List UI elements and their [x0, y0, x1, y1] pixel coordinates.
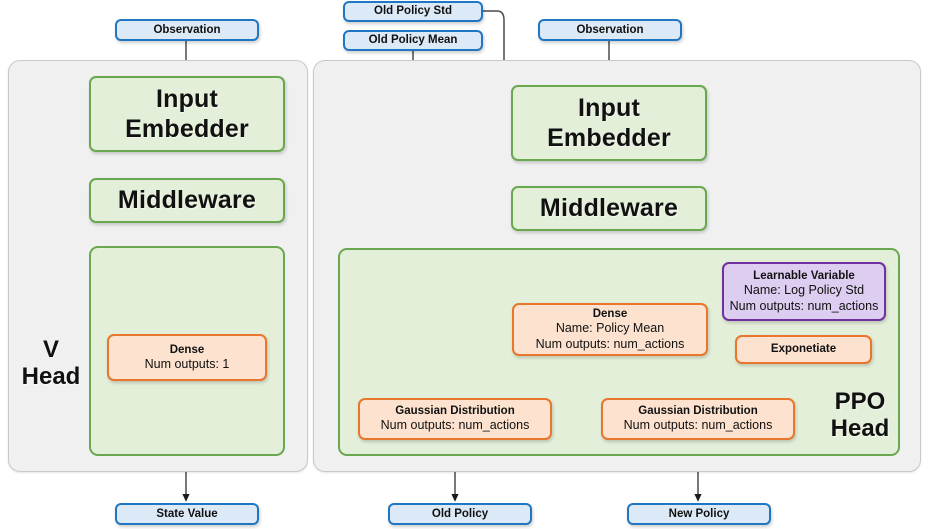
input-old-policy-std[interactable]: Old Policy Std: [343, 1, 483, 22]
v-dense-block[interactable]: Dense Num outputs: 1: [107, 334, 267, 381]
v-head-label-line1: V: [42, 336, 59, 363]
ppo-dense-title: Dense: [592, 308, 628, 321]
exponetiate-title: Exponetiate: [770, 343, 837, 356]
input-observation-ppo[interactable]: Observation: [538, 19, 682, 41]
gaussian-distribution-new-block[interactable]: Gaussian Distribution Num outputs: num_a…: [601, 398, 795, 440]
gaussian-distribution-old-block[interactable]: Gaussian Distribution Num outputs: num_a…: [358, 398, 552, 440]
gaussian-new-num-outputs: Num outputs: num_actions: [623, 418, 773, 433]
ppo-input-embedder-block[interactable]: Input Embedder: [511, 85, 707, 161]
learnable-variable-title: Learnable Variable: [753, 270, 855, 283]
v-head-label-line2: Head: [21, 362, 81, 390]
output-new-policy[interactable]: New Policy: [627, 503, 771, 525]
v-dense-num-outputs: Num outputs: 1: [144, 356, 230, 371]
ppo-head-label: PPO Head: [818, 388, 902, 443]
ppo-head-label-line1: PPO: [834, 388, 886, 415]
ppo-dense-num-outputs: Num outputs: num_actions: [535, 336, 685, 351]
exponetiate-block[interactable]: Exponetiate: [735, 335, 872, 364]
gaussian-old-num-outputs: Num outputs: num_actions: [380, 418, 530, 433]
ppo-head-label-line2: Head: [830, 414, 890, 442]
v-middleware-block[interactable]: Middleware: [89, 178, 285, 223]
input-observation-v[interactable]: Observation: [115, 19, 259, 41]
gaussian-old-title: Gaussian Distribution: [395, 405, 515, 418]
ppo-middleware-block[interactable]: Middleware: [511, 186, 707, 231]
input-old-policy-mean[interactable]: Old Policy Mean: [343, 30, 483, 51]
output-old-policy[interactable]: Old Policy: [388, 503, 532, 525]
v-head-label: V Head: [14, 336, 88, 391]
ppo-dense-name: Name: Policy Mean: [555, 321, 665, 336]
learnable-variable-name: Name: Log Policy Std: [743, 283, 865, 298]
v-dense-title: Dense: [169, 343, 205, 356]
learnable-variable-num-outputs: Num outputs: num_actions: [729, 298, 879, 313]
v-input-embedder-block[interactable]: Input Embedder: [89, 76, 285, 152]
learnable-variable-block[interactable]: Learnable Variable Name: Log Policy Std …: [722, 262, 886, 321]
gaussian-new-title: Gaussian Distribution: [638, 405, 758, 418]
output-state-value[interactable]: State Value: [115, 503, 259, 525]
ppo-dense-block[interactable]: Dense Name: Policy Mean Num outputs: num…: [512, 303, 708, 356]
